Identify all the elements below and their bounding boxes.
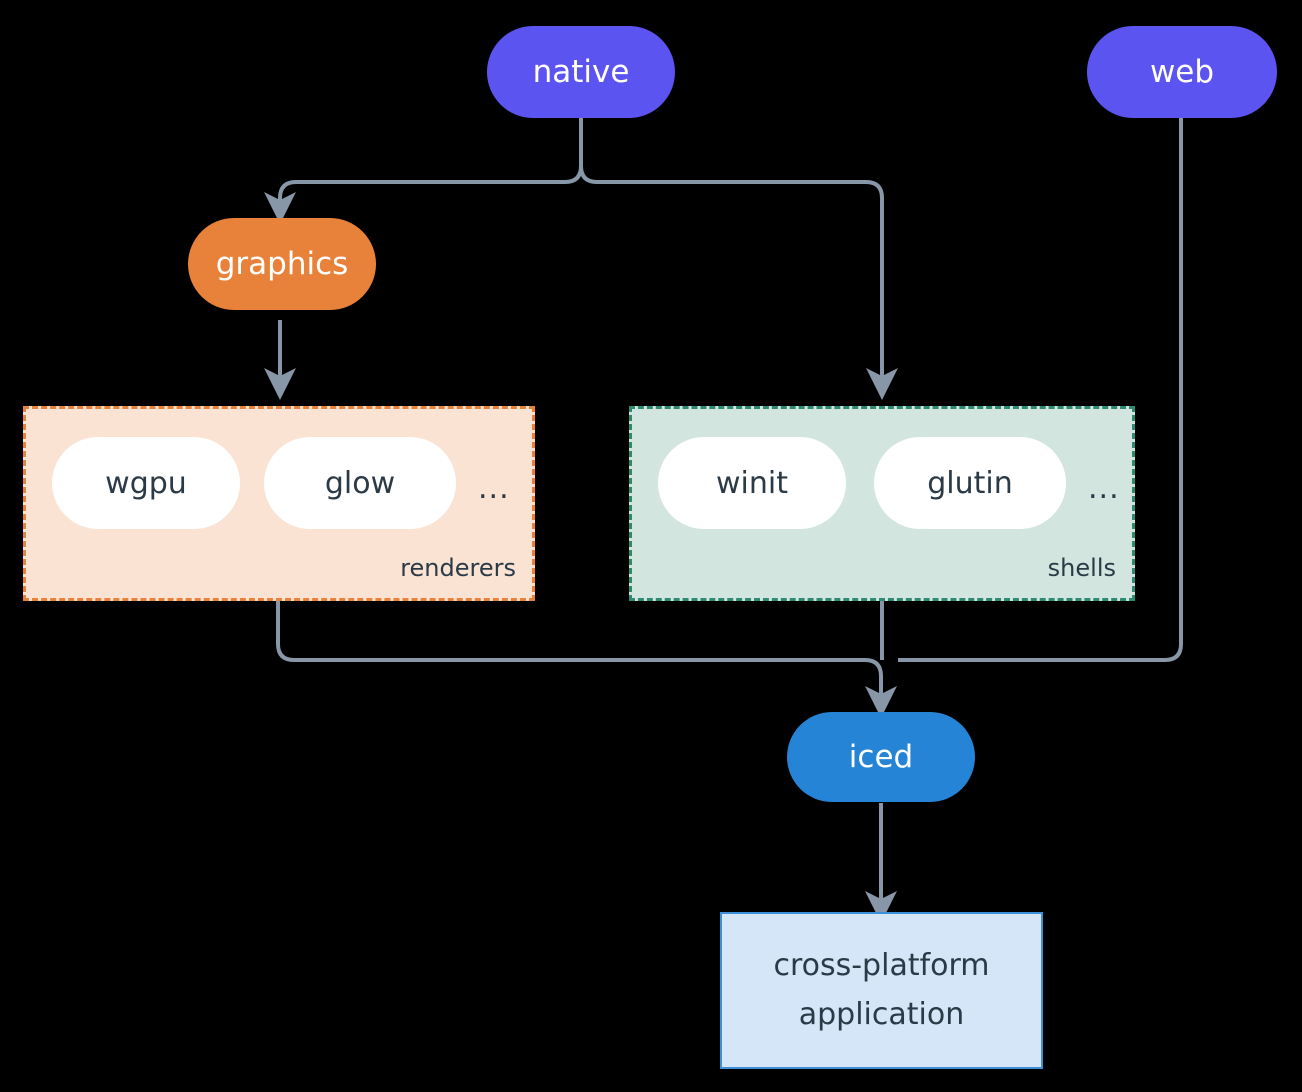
shell-item-glutin-label: glutin xyxy=(927,465,1013,501)
node-iced-label: iced xyxy=(848,739,914,775)
group-renderers: wgpu glow ... renderers xyxy=(23,406,535,601)
node-iced[interactable]: iced xyxy=(787,712,975,802)
shells-overflow-ellipsis: ... xyxy=(1088,471,1120,506)
node-web-label: web xyxy=(1149,54,1215,90)
shell-item-winit-label: winit xyxy=(716,465,788,501)
edge-renderers-iced xyxy=(276,601,897,718)
node-native[interactable]: native xyxy=(487,26,675,118)
node-graphics-label: graphics xyxy=(215,246,349,282)
group-renderers-label: renderers xyxy=(400,554,516,582)
renderer-item-wgpu-label: wgpu xyxy=(105,465,187,501)
node-web[interactable]: web xyxy=(1087,26,1277,118)
edge-native-graphics xyxy=(264,165,583,224)
renderer-item-wgpu[interactable]: wgpu xyxy=(52,437,240,529)
node-graphics[interactable]: graphics xyxy=(188,218,376,310)
group-shells-label: shells xyxy=(1047,554,1116,582)
edge-native-shells xyxy=(579,165,898,400)
node-native-label: native xyxy=(532,54,630,90)
renderers-overflow-ellipsis: ... xyxy=(478,471,510,506)
node-cross-platform-application[interactable]: cross-platform application xyxy=(720,912,1043,1069)
node-application-line2: application xyxy=(798,996,965,1032)
shell-item-glutin[interactable]: glutin xyxy=(874,437,1066,529)
renderer-item-glow-label: glow xyxy=(324,465,396,501)
node-application-line1: cross-platform xyxy=(773,947,990,983)
renderer-item-glow[interactable]: glow xyxy=(264,437,456,529)
shell-item-winit[interactable]: winit xyxy=(658,437,846,529)
group-shells: winit glutin ... shells xyxy=(629,406,1135,601)
